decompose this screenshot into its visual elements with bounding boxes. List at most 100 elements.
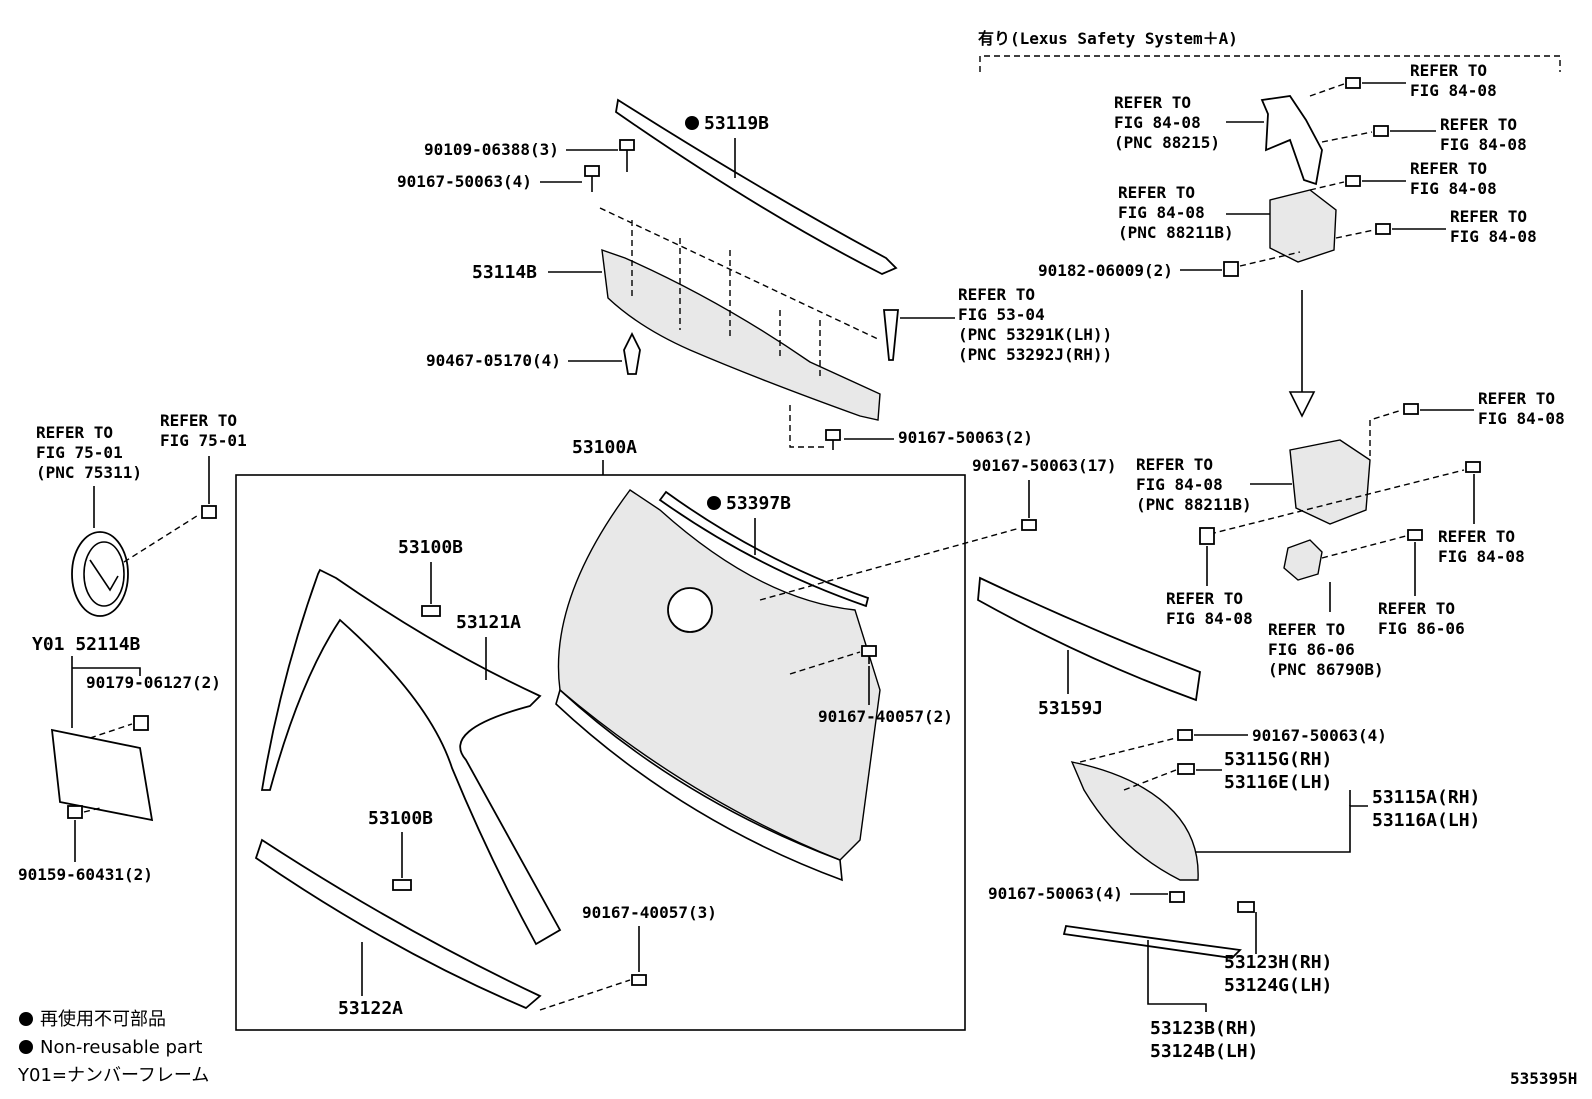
clip-53115G[interactable] (1177, 763, 1195, 775)
legend-line2: Non-reusable part (40, 1037, 202, 1058)
svg-text:FIG 86-06: FIG 86-06 (1268, 640, 1355, 659)
bolt-r1[interactable] (1345, 77, 1361, 89)
refer-block-r2: REFER TO FIG 84-08 (PNC 88215) (1114, 93, 1220, 152)
label-90167-2a: 90167-50063(2) (898, 428, 1033, 447)
refer-block-r9: REFER TO FIG 75-01 (160, 411, 247, 450)
clip-90167-4c[interactable] (1169, 891, 1185, 903)
screw-90167-40057-2[interactable] (861, 645, 877, 664)
label-53100A: 53100A (572, 437, 637, 458)
bolt-r10[interactable] (1403, 403, 1419, 415)
label-90167-4a: 90167-50063(4) (397, 172, 532, 191)
non-reusable-dot-icon-2 (707, 496, 721, 510)
svg-text:REFER TO: REFER TO (1378, 599, 1455, 618)
clip-90167-a[interactable] (584, 165, 600, 192)
svg-text:FIG 84-08: FIG 84-08 (1478, 409, 1565, 428)
label-53114B: 53114B (472, 262, 537, 283)
label-53122A: 53122A (338, 998, 403, 1019)
header-note: 有り(Lexus Safety System＋A) (978, 29, 1238, 48)
camera-86790B[interactable] (1283, 539, 1323, 581)
svg-text:REFER TO: REFER TO (1410, 61, 1487, 80)
svg-text:REFER TO: REFER TO (1118, 183, 1195, 202)
svg-text:REFER TO: REFER TO (36, 423, 113, 442)
plate-frame-52114B[interactable] (50, 728, 154, 822)
clip-53100B-upper[interactable] (421, 605, 441, 617)
absorber-53159J[interactable] (977, 576, 1201, 702)
clip-53100B-lower[interactable] (392, 879, 412, 891)
svg-text:(PNC 53291K(LH)): (PNC 53291K(LH)) (958, 325, 1112, 344)
label-53123B: 53123B(RH) (1150, 1018, 1258, 1039)
non-reusable-dot-icon (685, 116, 699, 130)
legend-dot-icon-2 (19, 1040, 33, 1054)
refer-block-r15: REFER TO FIG 86-06 (1378, 599, 1465, 638)
label-90167-4b: 90167-50063(4) (1252, 726, 1387, 745)
bolt-r12[interactable] (1465, 461, 1481, 473)
sensor-88211B-lower[interactable] (1289, 439, 1371, 525)
cover-53114B[interactable] (601, 248, 881, 421)
clip-90467[interactable] (623, 331, 641, 375)
svg-text:FIG 84-08: FIG 84-08 (1440, 135, 1527, 154)
svg-text:FIG 84-08: FIG 84-08 (1450, 227, 1537, 246)
label-90109: 90109-06388(3) (424, 140, 559, 159)
molding-53121A[interactable] (260, 568, 562, 946)
legend-line1: 再使用不可部品 (40, 1009, 166, 1030)
bolt-r4[interactable] (1345, 175, 1361, 187)
label-53100B-upper: 53100B (398, 537, 463, 558)
refer-block-r13: REFER TO FIG 84-08 (1166, 589, 1253, 628)
bolt-r3[interactable] (1373, 125, 1389, 137)
sensor-88211B[interactable] (1269, 189, 1337, 263)
svg-text:FIG 84-08: FIG 84-08 (1136, 475, 1223, 494)
label-53115A: 53115A(RH) (1372, 787, 1480, 808)
label-53116E: 53116E(LH) (1224, 772, 1332, 793)
grille-mesh[interactable] (555, 489, 881, 882)
clip-r13[interactable] (1199, 527, 1215, 545)
seal-53119B[interactable] (615, 98, 898, 275)
label-53397B: 53397B (726, 493, 791, 514)
label-53119B: 53119B (704, 113, 769, 134)
molding-53122A[interactable] (254, 838, 542, 1010)
svg-text:REFER TO: REFER TO (1166, 589, 1243, 608)
label-Y01: Y01 52114B (32, 634, 141, 655)
bolt-90109[interactable] (619, 139, 635, 172)
emblem-lexus[interactable] (71, 531, 129, 617)
nut-90182[interactable] (1223, 261, 1239, 277)
refer-block-r10: REFER TO FIG 84-08 (1478, 389, 1565, 428)
refer-block-r8: REFER TO FIG 75-01 (PNC 75311) (36, 423, 142, 482)
refer-block-r14: REFER TO FIG 86-06 (PNC 86790B) (1268, 620, 1384, 679)
screw-90167-40057-3[interactable] (631, 974, 647, 986)
svg-text:REFER TO: REFER TO (1268, 620, 1345, 639)
nut-emblem[interactable] (201, 505, 217, 519)
svg-text:REFER TO: REFER TO (1440, 115, 1517, 134)
clip-53123H[interactable] (1237, 901, 1255, 913)
clip-90167-4b[interactable] (1177, 729, 1193, 741)
clip-90167-b[interactable] (825, 429, 841, 450)
label-90167-4c: 90167-50063(4) (988, 884, 1123, 903)
refer-block-r12: REFER TO FIG 84-08 (1438, 527, 1525, 566)
label-53123H: 53123H(RH) (1224, 952, 1332, 973)
clip-90179[interactable] (133, 715, 149, 731)
svg-text:FIG 84-08: FIG 84-08 (1410, 81, 1497, 100)
label-53115G: 53115G(RH) (1224, 749, 1332, 770)
svg-text:FIG 84-08: FIG 84-08 (1118, 203, 1205, 222)
refer-block-r4: REFER TO FIG 84-08 (1410, 159, 1497, 198)
cover-53115A[interactable] (1070, 761, 1199, 881)
svg-text:REFER TO: REFER TO (958, 285, 1035, 304)
bolt-r15[interactable] (1407, 529, 1423, 541)
bolt-r6[interactable] (1375, 223, 1391, 235)
refer-block-r6: REFER TO FIG 84-08 (1450, 207, 1537, 246)
label-90167-17: 90167-50063(17) (972, 456, 1117, 475)
label-53159J: 53159J (1038, 698, 1103, 719)
svg-text:FIG 84-08: FIG 84-08 (1410, 179, 1497, 198)
refer-block-r11: REFER TO FIG 84-08 (PNC 88211B) (1136, 455, 1252, 514)
diagram-id: 535395H (1510, 1069, 1577, 1088)
bracket-88215[interactable] (1260, 95, 1323, 186)
molding-53397B[interactable] (658, 490, 870, 608)
clip-90167-17[interactable] (1021, 519, 1037, 531)
molding-53123B[interactable] (1062, 924, 1242, 959)
svg-text:FIG 84-08: FIG 84-08 (1166, 609, 1253, 628)
svg-text:REFER TO: REFER TO (1438, 527, 1515, 546)
pin-53291K[interactable] (883, 309, 899, 361)
legend-line3: Y01=ナンバーフレーム (17, 1065, 209, 1086)
refer-block-r3: REFER TO FIG 84-08 (1440, 115, 1527, 154)
screw-90159[interactable] (67, 805, 83, 819)
